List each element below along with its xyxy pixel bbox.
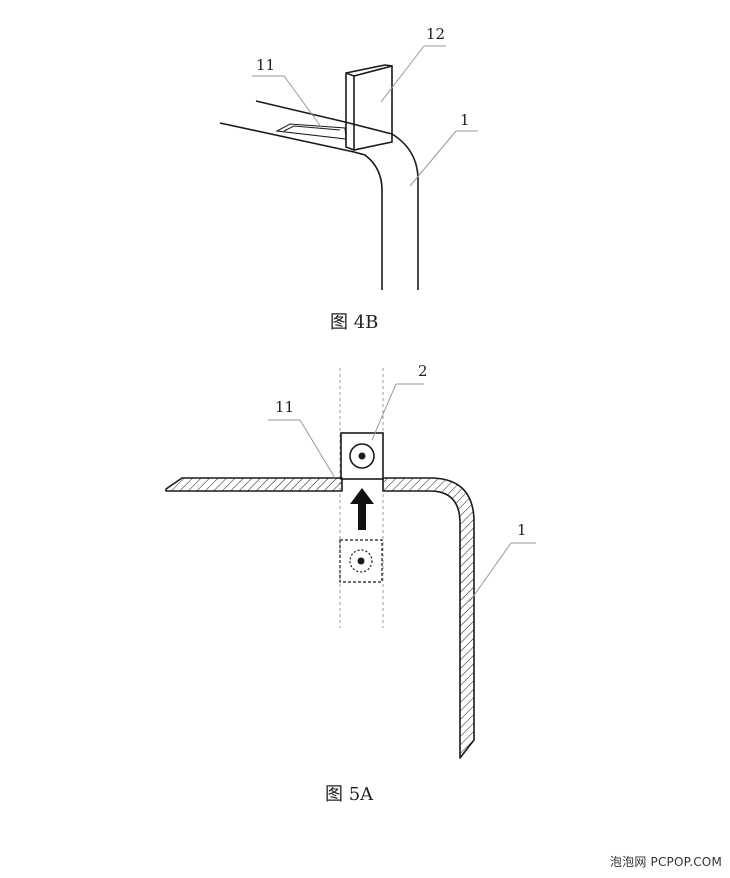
figure-4b: 11 12 1 图 4B	[219, 25, 478, 333]
component-ring	[349, 443, 375, 469]
tab-top-edge	[353, 65, 393, 77]
component-start-dot	[357, 557, 365, 565]
figure-5a: 2 11 1 图 5A	[165, 362, 536, 805]
leader-2	[371, 383, 424, 441]
leader-1-5a	[469, 542, 536, 602]
arrow-up-icon	[350, 488, 374, 530]
label-11-5a: 11	[275, 398, 294, 416]
tab-part-12	[345, 64, 393, 151]
label-1: 1	[460, 111, 470, 129]
label-12: 12	[426, 25, 445, 43]
plate-section-right	[382, 477, 475, 759]
caption-5a: 图 5A	[325, 784, 374, 805]
opening-inner	[283, 125, 341, 132]
leader-11	[252, 75, 323, 129]
leader-1	[409, 130, 478, 187]
watermark: 泡泡网 PCPOP.COM	[609, 855, 722, 869]
tab-edge	[345, 72, 355, 150]
opening-part-11	[275, 123, 347, 140]
label-11: 11	[256, 56, 275, 74]
component-start-ring	[349, 549, 373, 573]
label-1-5a: 1	[517, 521, 527, 539]
caption-4b: 图 4B	[330, 312, 378, 333]
plate-part-1	[219, 122, 383, 290]
component-start-position	[339, 539, 383, 583]
leader-11-5a	[268, 419, 336, 479]
plate-section-part-1	[165, 477, 343, 492]
component-part-2	[340, 432, 384, 480]
label-2: 2	[418, 362, 428, 380]
leader-12	[380, 45, 446, 103]
component-center-dot	[358, 452, 366, 460]
